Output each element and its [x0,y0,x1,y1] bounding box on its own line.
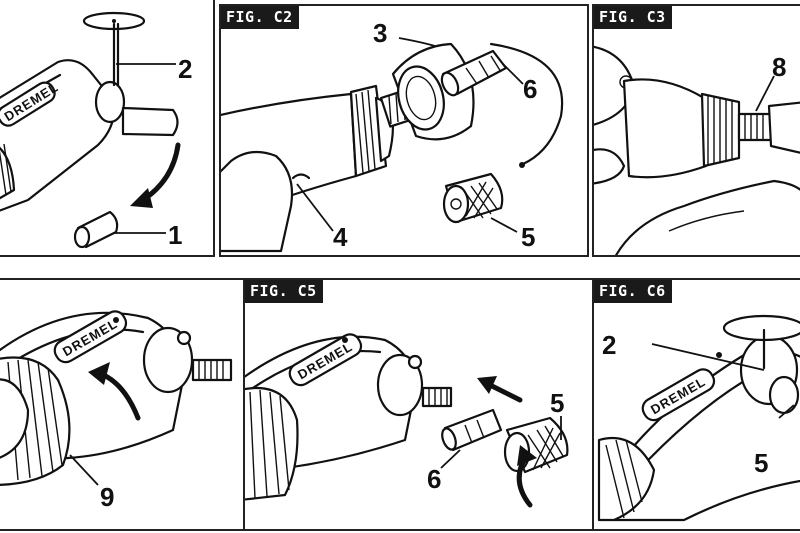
callout-8: 8 [772,52,786,82]
callout-5: 5 [754,448,768,478]
hand [615,179,800,255]
figure-c6-label: FIG. C6 [594,280,672,303]
removed-cap-part [73,210,119,249]
figure-c5-panel: FIG. C5 DREMEL [243,278,594,531]
figure-c1-panel: DREMEL 2 1 [0,0,215,257]
figure-c2-label: FIG. C2 [221,6,299,29]
figure-c4-illustration: DREMEL 9 [0,310,233,512]
collet-wrench-nut [503,416,569,474]
figure-c2-illustration: 3 6 4 5 [221,18,564,253]
cutting-wheel [722,314,800,342]
callout-2: 2 [602,330,616,360]
collet-wrench-nut [442,172,504,224]
figure-c2-panel: FIG. C2 [219,4,589,257]
figure-c1-illustration: DREMEL 2 1 [0,11,192,250]
callout-6: 6 [427,464,441,494]
collet-part [441,408,503,452]
callout-2: 2 [178,54,192,84]
knurled-collar [0,356,71,486]
right-angle-cap [121,106,179,137]
collet-nut-part [391,42,475,141]
figure-c6-illustration: DREMEL 2 5 [597,314,800,522]
figure-c5-illustration: DREMEL 5 6 [245,333,569,508]
spindle-lock [767,101,800,154]
figure-c3-panel: FIG. C3 8 [592,4,800,257]
figure-c5-label: FIG. C5 [245,280,323,303]
figure-c3-label: FIG. C3 [594,6,672,29]
callout-4: 4 [333,222,348,252]
figure-c4-panel: DREMEL 9 [0,278,245,531]
callout-6: 6 [523,74,537,104]
callout-9: 9 [100,482,114,512]
callout-3: 3 [373,18,387,48]
callout-5: 5 [521,222,535,252]
figure-c6-panel: FIG. C6 DREMEL 2 5 [592,278,800,531]
callout-5: 5 [550,388,564,418]
figure-c3-illustration: 8 [594,45,800,255]
callout-1: 1 [168,220,182,250]
hand [221,150,294,253]
